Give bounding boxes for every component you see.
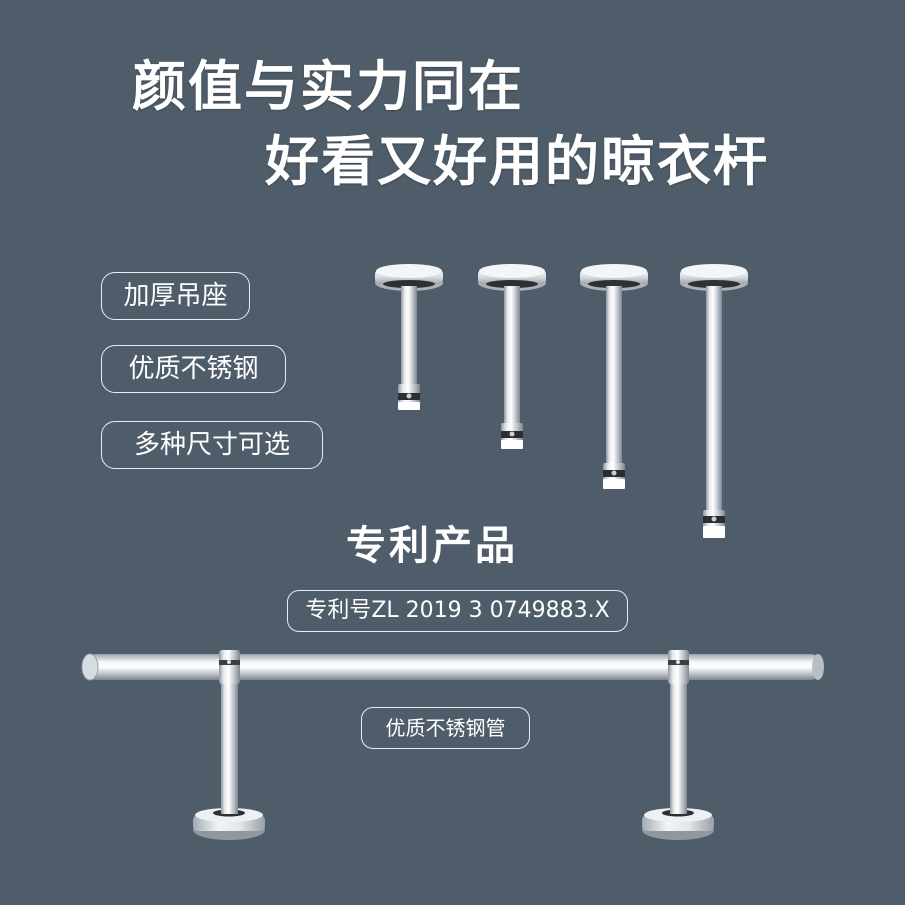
feature-badge-multiple-sizes: 多种尺寸可选 bbox=[101, 421, 323, 469]
assembled-drying-rod bbox=[81, 650, 824, 840]
ceiling-bracket-medium bbox=[478, 264, 546, 449]
headline-line-1: 颜值与实力同在 bbox=[132, 55, 524, 118]
patent-heading: 专利产品 bbox=[346, 523, 518, 569]
ceiling-bracket-short bbox=[375, 264, 443, 410]
ceiling-bracket-extra-long bbox=[680, 264, 748, 538]
headline-line-2: 好看又好用的晾衣杆 bbox=[265, 130, 769, 193]
tube-material-badge: 优质不锈钢管 bbox=[361, 707, 530, 749]
feature-badge-thick-mount: 加厚吊座 bbox=[101, 272, 250, 320]
feature-badge-stainless-steel: 优质不锈钢 bbox=[101, 345, 286, 393]
ceiling-bracket-long bbox=[580, 264, 648, 489]
patent-number-badge: 专利号ZL 2019 3 0749883.X bbox=[287, 590, 628, 632]
